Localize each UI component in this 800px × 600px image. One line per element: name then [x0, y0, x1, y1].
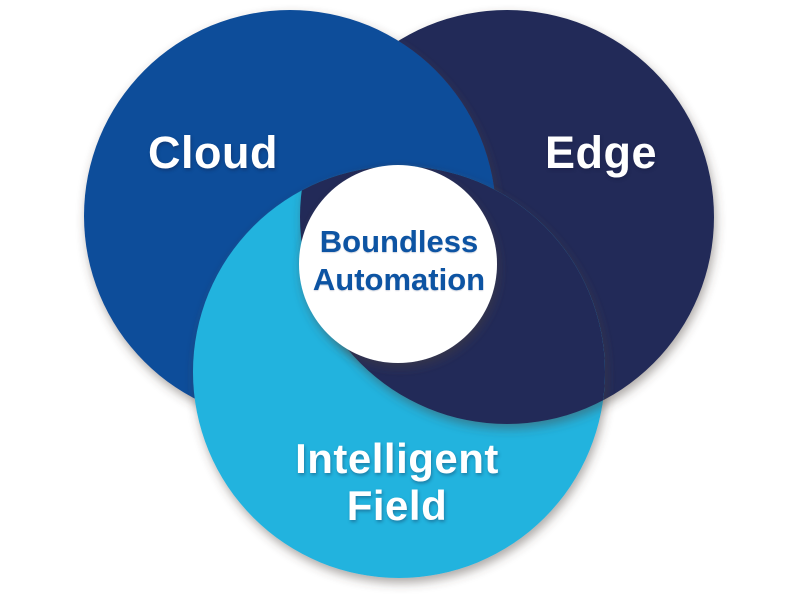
- intelligent-field-label: Intelligent Field: [295, 434, 499, 529]
- cloud-label: Cloud: [148, 127, 278, 178]
- edge-label: Edge: [544, 127, 658, 178]
- center-circle: [299, 165, 497, 363]
- boundless-automation-label: Boundless Automation: [312, 224, 486, 297]
